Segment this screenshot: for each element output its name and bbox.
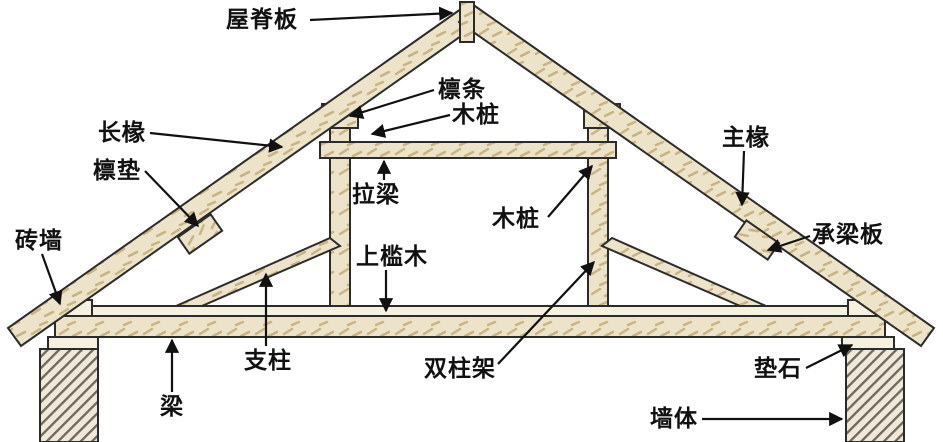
label-purlin: 檩条 <box>438 77 486 103</box>
label-upper-sill: 上槛木 <box>356 244 428 270</box>
tie-beam-shape <box>319 141 617 159</box>
label-wall-body: 墙体 <box>650 406 698 432</box>
arrow-long-rafter <box>149 131 284 153</box>
label-strut: 支柱 <box>244 348 292 374</box>
arrow-beam-bearing-plate <box>766 234 811 253</box>
left-strut-shape <box>173 236 342 314</box>
left-pad-stone-shape <box>47 336 99 350</box>
label-purlin-pad: 檩垫 <box>93 158 141 184</box>
right-rafter-shape <box>457 2 936 348</box>
left-wall-shape <box>39 348 99 442</box>
arrow-main-rafter <box>735 150 750 207</box>
label-main-rafter: 主椽 <box>722 125 770 151</box>
label-wood-post-top: 木桩 <box>452 102 500 128</box>
label-wood-post-mid: 木桩 <box>492 206 540 232</box>
ridge-board-shape <box>459 1 475 43</box>
left-rafter-shape <box>6 2 483 348</box>
arrow-purlin <box>348 88 435 120</box>
label-beam: 梁 <box>160 394 184 420</box>
arrow-brick-wall <box>40 253 63 306</box>
label-ridge-board: 屋脊板 <box>226 7 298 33</box>
arrow-double-post-frame <box>497 260 595 365</box>
arrow-pad-stone <box>805 344 854 369</box>
upper-sill-plate-shape <box>57 305 883 317</box>
label-double-post-frame: 双柱架 <box>424 356 496 382</box>
arrow-wood-post-top <box>370 113 451 138</box>
arrow-ridge-board <box>309 6 454 22</box>
label-pad-stone: 垫石 <box>754 356 802 382</box>
right-wall-shape <box>845 348 905 442</box>
label-long-rafter: 长椽 <box>98 120 146 146</box>
label-tie-beam: 拉梁 <box>352 182 400 208</box>
label-beam-bearing-plate: 承梁板 <box>812 222 884 248</box>
arrow-purlin-pad <box>144 170 199 228</box>
bottom-beam-shape <box>54 315 886 338</box>
label-brick-wall: 砖墙 <box>15 228 63 254</box>
right-strut-shape <box>600 236 769 314</box>
arrow-wood-post-mid <box>547 164 593 218</box>
